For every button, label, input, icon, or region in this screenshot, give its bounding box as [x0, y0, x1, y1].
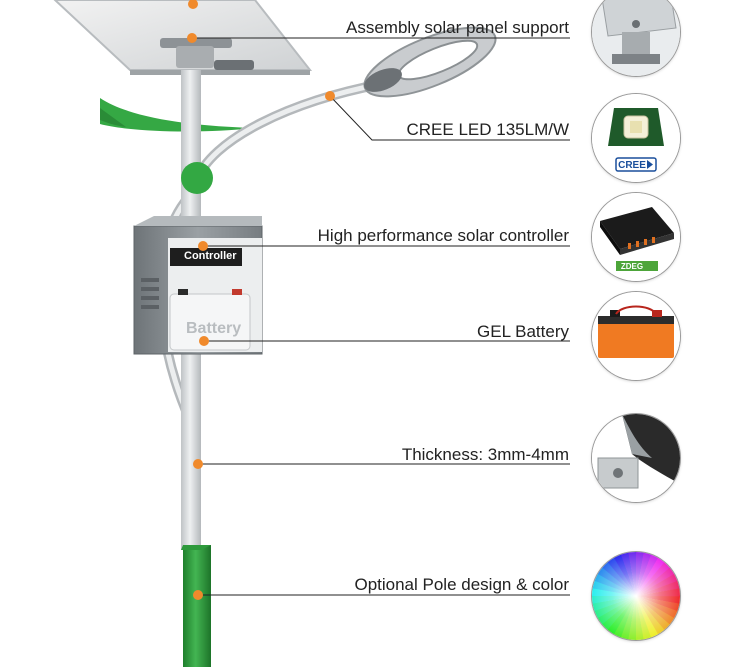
marker-dot — [193, 590, 203, 600]
cree-logo-text: CREE — [618, 160, 646, 171]
battery-label: Battery — [186, 320, 242, 337]
feature-label-battery: GEL Battery — [477, 322, 569, 341]
marker-dot — [193, 459, 203, 469]
feature-label-controller: High performance solar controller — [317, 226, 569, 245]
thumb-cree-led: CREE — [592, 94, 680, 182]
marker-dot — [198, 241, 208, 251]
thumb-panel-support — [592, 0, 680, 76]
controller-icon: ZDEG — [592, 193, 680, 281]
bracket-icon — [592, 0, 680, 76]
marker-dot — [325, 91, 335, 101]
marker-dots — [187, 0, 335, 600]
marker-dot — [187, 33, 197, 43]
battery-icon — [592, 292, 680, 380]
lamp-head — [363, 26, 497, 98]
marker-dot — [199, 336, 209, 346]
thumb-controller: ZDEG — [592, 193, 680, 281]
feature-label-cree-led: CREE LED 135LM/W — [406, 120, 570, 139]
controller-box — [133, 216, 263, 355]
green-ribbon — [100, 98, 255, 132]
solar-panel — [53, 0, 313, 75]
feature-label-pole-color: Optional Pole design & color — [354, 575, 569, 594]
color-wheel-icon — [592, 552, 680, 640]
led-chip-icon: CREE — [592, 94, 680, 182]
leader-lines — [192, 37, 570, 596]
zdeg-logo-text: ZDEG — [621, 262, 643, 271]
pole-collar — [181, 162, 213, 194]
thumb-color-wheel — [592, 552, 680, 640]
controller-label: Controller — [184, 250, 237, 262]
pole-section-icon — [592, 414, 680, 502]
thumb-battery — [592, 292, 680, 380]
thumb-pole-section — [592, 414, 680, 502]
marker-dot — [188, 0, 198, 9]
feature-label-thickness: Thickness: 3mm-4mm — [401, 445, 569, 464]
panel-bracket — [160, 38, 254, 70]
feature-label-panel-support: Assembly solar panel support — [345, 18, 569, 37]
